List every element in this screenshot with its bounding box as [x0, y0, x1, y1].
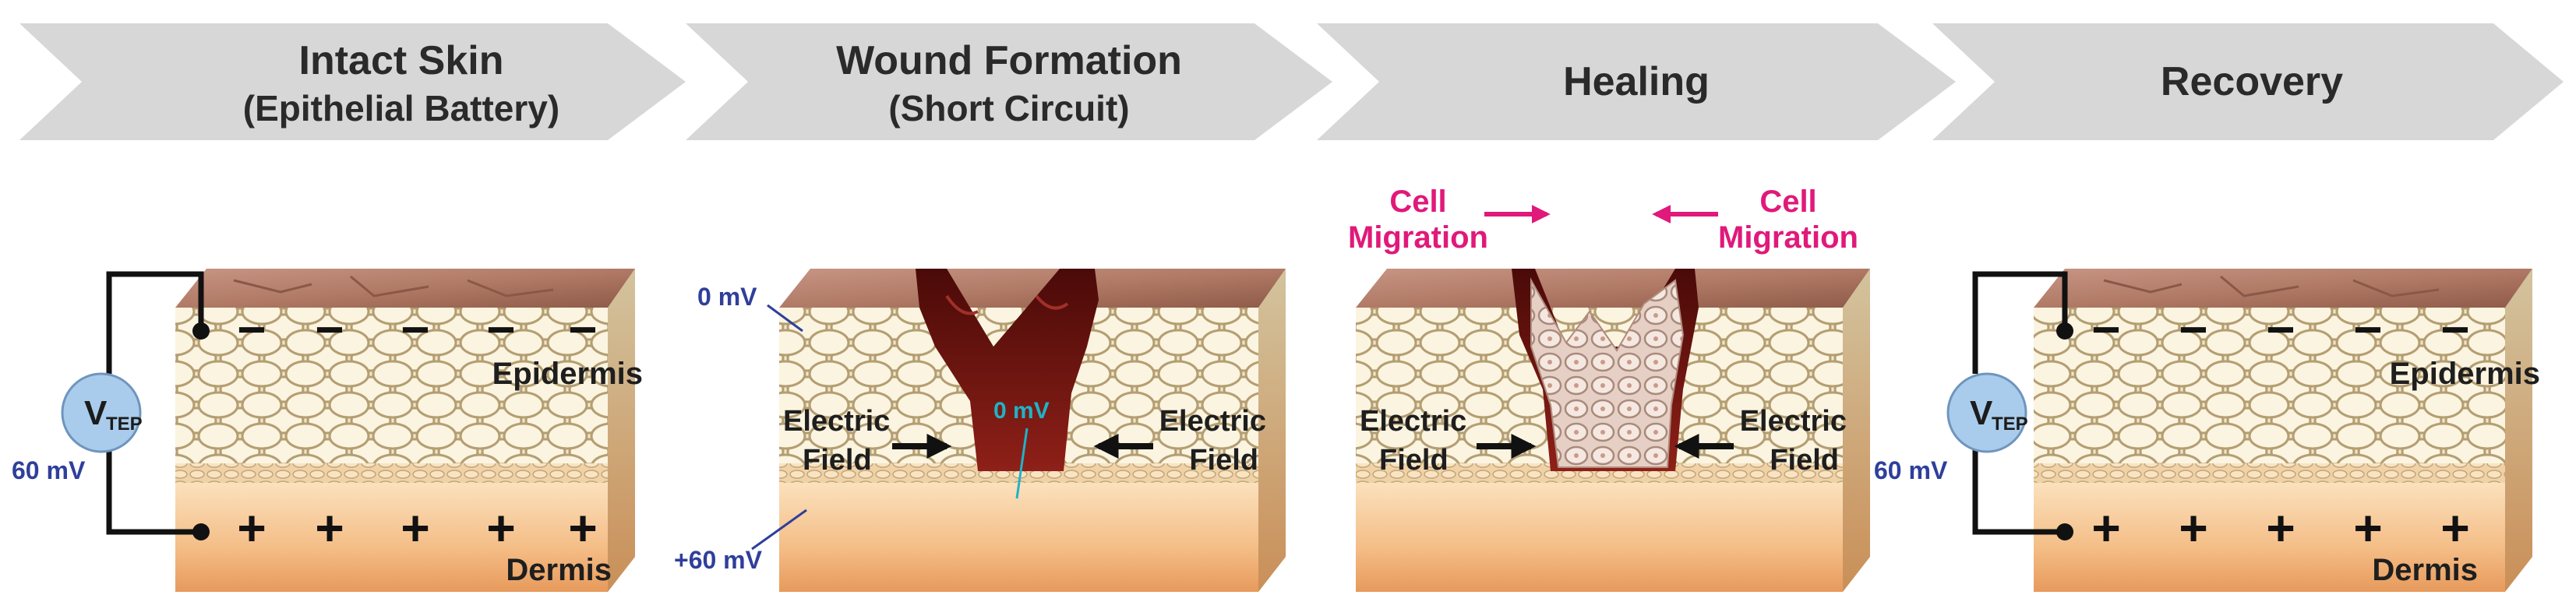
panel-healing: Cell Migration Cell Migration Electric F…: [1348, 185, 1870, 592]
skin-texture: [2103, 275, 2440, 297]
positive-charge: +: [486, 500, 515, 556]
electric-field-label-left: Field: [803, 444, 872, 477]
dermis-voltage-label: +60 mV: [674, 546, 763, 574]
pointer-line: [1015, 428, 1029, 499]
positive-charge: +: [237, 500, 266, 556]
stage-title-intact-skin: Intact Skin: [299, 38, 504, 83]
negative-charge: −: [486, 301, 515, 357]
panel-intact-skin: − − − − − Epidermis + + + + + Dermis V T…: [12, 269, 643, 592]
dermis-layer: [2034, 483, 2505, 592]
electrode-dot: [192, 523, 210, 540]
vtep-subscript: TEP: [1992, 414, 2028, 435]
voltage-label: 60 mV: [1874, 456, 1948, 484]
cell-migration-label-left: Cell: [1389, 185, 1446, 219]
skin-block-side: [1843, 269, 1870, 592]
wound-cavity: [916, 269, 1099, 471]
stage-subtitle-intact-skin: (Epithelial Battery): [243, 88, 559, 128]
electrode-dot: [192, 322, 210, 340]
skin-block-side: [2505, 269, 2532, 592]
positive-charge: +: [2091, 500, 2120, 556]
negative-charge: −: [2440, 301, 2469, 357]
negative-charge: −: [315, 301, 344, 357]
skin-surface: [1356, 269, 1870, 308]
chevron-intact-skin: [19, 23, 686, 140]
negative-charge: −: [2353, 301, 2382, 357]
panel-wound-formation: 0 mV 0 mV +60 mV Electric Field Electric…: [674, 269, 1286, 592]
skin-block-side: [1258, 269, 1286, 592]
vtep-meter: [61, 372, 142, 453]
voltage-label: 60 mV: [12, 456, 86, 484]
chevron-recovery: [1932, 23, 2564, 140]
positive-charge: +: [2266, 500, 2295, 556]
stage-title-healing: Healing: [1563, 59, 1710, 104]
epidermis-layer: [175, 308, 608, 463]
negative-charge: −: [568, 301, 597, 357]
dermis-label: Dermis: [2372, 553, 2478, 587]
positive-charge: +: [2179, 500, 2207, 556]
negative-charge: −: [237, 301, 266, 357]
wound-texture: [945, 294, 1069, 315]
circuit-wire: [1972, 448, 2065, 535]
pointer-line: [767, 304, 803, 333]
basal-layer: [2034, 463, 2505, 483]
positive-charge: +: [2353, 500, 2382, 556]
electrode-dot: [2056, 523, 2073, 540]
chevron-wound-formation: [686, 23, 1332, 140]
vtep-subscript: TEP: [106, 414, 143, 435]
stage-banner: Intact Skin (Epithelial Battery) Wound F…: [19, 23, 2564, 140]
positive-charge: +: [2440, 500, 2469, 556]
negative-charge: −: [2091, 301, 2120, 357]
skin-texture: [233, 275, 554, 297]
negative-charge: −: [2179, 301, 2207, 357]
stage-title-recovery: Recovery: [2161, 59, 2343, 104]
electric-field-label-right: Electric: [1740, 405, 1847, 438]
positive-charge: +: [315, 500, 344, 556]
positive-charge: +: [568, 500, 597, 556]
basal-layer: [175, 463, 608, 483]
surface-voltage-label: 0 mV: [697, 283, 757, 311]
skin-block-side: [608, 269, 635, 592]
vtep-meter: [1946, 372, 2027, 453]
circuit-wire: [106, 448, 201, 535]
epidermis-label: Epidermis: [2390, 357, 2540, 391]
chevron-healing: [1317, 23, 1956, 140]
dermis-layer: [175, 483, 608, 592]
pointer-line: [751, 509, 807, 551]
stage-subtitle-wound-formation: (Short Circuit): [888, 88, 1129, 128]
electrode-dot: [2056, 322, 2073, 340]
dermis-label: Dermis: [506, 553, 612, 587]
dermis-layer: [1356, 483, 1843, 592]
circuit-wire: [1972, 271, 2068, 374]
circuit-wire: [106, 271, 204, 374]
electric-field-label-right: Field: [1189, 444, 1258, 477]
electric-field-label-left: Electric: [783, 405, 890, 438]
epidermis-label: Epidermis: [492, 357, 643, 391]
negative-charge: −: [2266, 301, 2295, 357]
negative-charge: −: [401, 301, 429, 357]
electric-field-label-right: Electric: [1159, 405, 1266, 438]
vtep-symbol: V: [84, 394, 108, 432]
migrating-cells: [1530, 277, 1685, 468]
cell-migration-label-right: Migration: [1718, 220, 1858, 255]
electric-field-label-left: Field: [1379, 444, 1449, 477]
electric-field-label-right: Field: [1770, 444, 1839, 477]
panel-recovery: − − − − − Epidermis + + + + + Dermis V T…: [1874, 269, 2540, 592]
vtep-symbol: V: [1970, 394, 1993, 432]
stage-title-wound-formation: Wound Formation: [836, 38, 1182, 83]
positive-charge: +: [401, 500, 429, 556]
skin-surface: [175, 269, 635, 308]
cell-migration-label-left: Migration: [1348, 220, 1488, 255]
cell-migration-label-right: Cell: [1759, 185, 1816, 219]
electric-field-label-left: Electric: [1360, 405, 1466, 438]
skin-surface: [779, 269, 1286, 308]
dermis-layer: [779, 483, 1258, 592]
epidermis-layer: [2034, 308, 2505, 463]
wound-voltage-label: 0 mV: [993, 398, 1050, 424]
